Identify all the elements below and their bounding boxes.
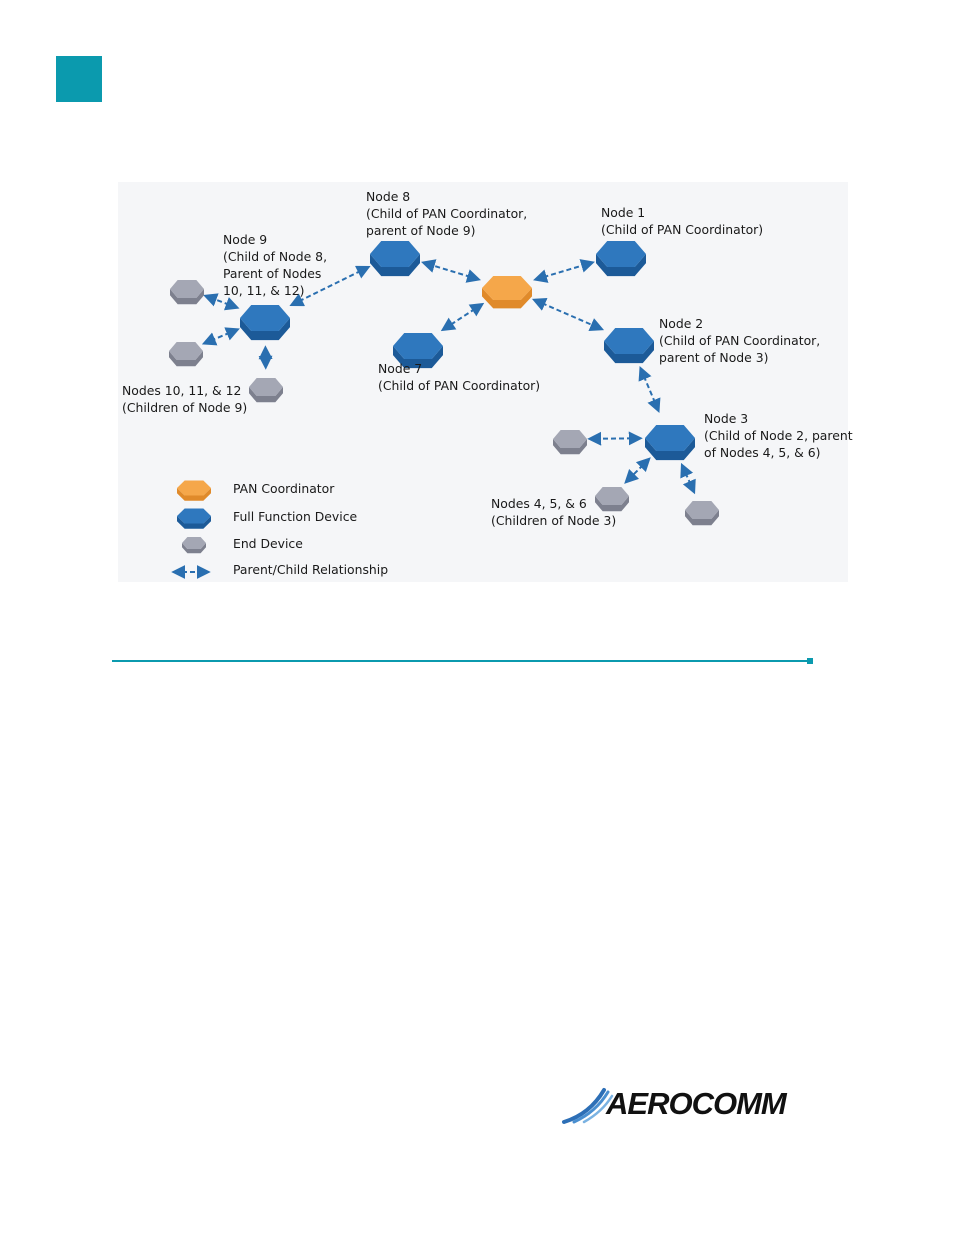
label-n7: Node 7(Child of PAN Coordinator) xyxy=(378,361,540,393)
node-n9 xyxy=(240,305,290,341)
label-n1: Node 1(Child of PAN Coordinator) xyxy=(601,205,763,237)
node-n8 xyxy=(370,241,420,277)
link-n3-e4 xyxy=(587,431,643,446)
link-pan-n8 xyxy=(421,259,481,283)
aerocomm-logo: AEROCOMM xyxy=(560,1082,835,1128)
network-topology-diagram: Node 8(Child of PAN Coordinator,parent o… xyxy=(118,182,853,582)
labels-layer: Node 8(Child of PAN Coordinator,parent o… xyxy=(122,189,853,528)
label-children3: Nodes 4, 5, & 6(Children of Node 3) xyxy=(491,496,616,528)
link-n3-e6 xyxy=(680,462,696,495)
legend-label-ffd: Full Function Device xyxy=(233,509,357,524)
edges-layer xyxy=(201,259,696,495)
legend-label-end: End Device xyxy=(233,536,303,551)
node-n3 xyxy=(645,425,695,461)
link-n8-n9 xyxy=(289,265,371,307)
nodes-layer xyxy=(169,241,719,526)
label-children9: Nodes 10, 11, & 12(Children of Node 9) xyxy=(122,383,247,415)
node-e11 xyxy=(169,342,203,367)
legend-ffd-swatch xyxy=(177,508,211,529)
link-n9-e10 xyxy=(203,293,240,311)
legend-label-pan: PAN Coordinator xyxy=(233,481,335,496)
node-n1 xyxy=(596,241,646,277)
legend-end-swatch xyxy=(182,537,206,554)
node-e10 xyxy=(170,280,204,305)
label-n8: Node 8(Child of PAN Coordinator,parent o… xyxy=(366,189,527,238)
logo-wordmark: AEROCOMM xyxy=(606,1086,787,1121)
section-marker-block xyxy=(56,56,102,102)
link-pan-n1 xyxy=(533,259,595,283)
diagram-background xyxy=(118,182,848,582)
legend-pan-swatch xyxy=(177,480,211,501)
rule-end-square xyxy=(807,658,813,664)
node-e5 xyxy=(595,487,629,512)
link-n3-e5 xyxy=(624,457,651,484)
node-n2 xyxy=(604,328,654,364)
legend-label-link: Parent/Child Relationship xyxy=(233,562,388,577)
node-n7 xyxy=(393,333,443,369)
label-n2: Node 2(Child of PAN Coordinator,parent o… xyxy=(659,316,820,365)
node-e12 xyxy=(249,378,283,403)
link-pan-n2 xyxy=(531,297,605,332)
node-pan xyxy=(482,276,532,309)
swoosh-icon xyxy=(562,1088,614,1124)
horizontal-rule xyxy=(112,660,812,662)
node-e6 xyxy=(685,501,719,526)
link-n9-e11 xyxy=(201,327,240,346)
node-e4 xyxy=(553,430,587,455)
